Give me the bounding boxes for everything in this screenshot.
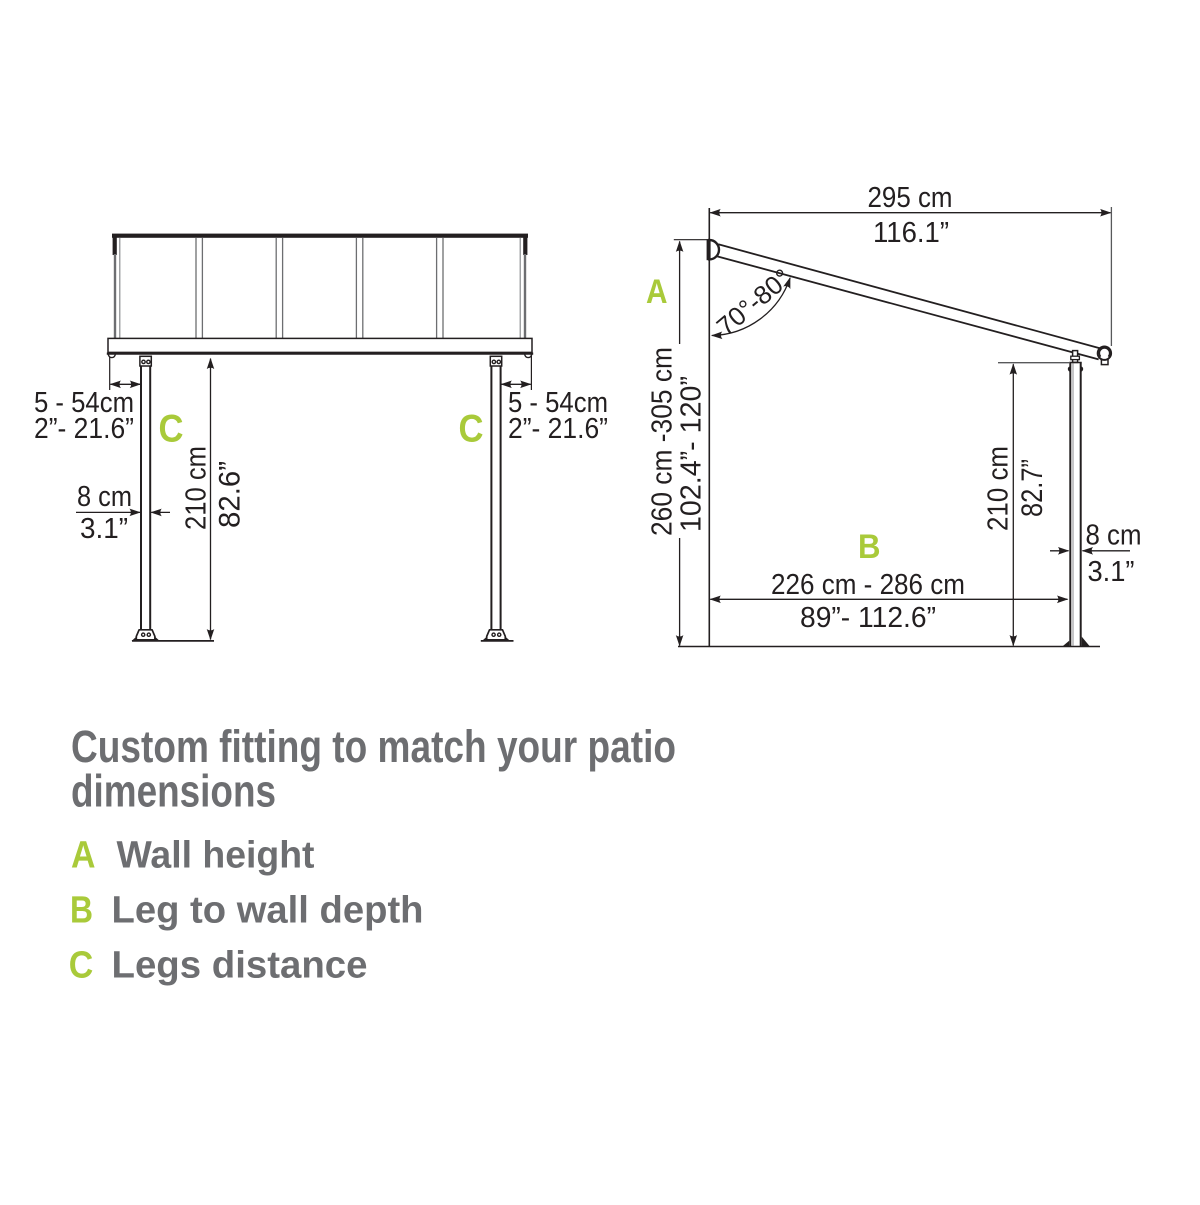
svg-text:89”- 112.6”: 89”- 112.6”	[800, 602, 936, 634]
svg-text:3.1”: 3.1”	[1088, 556, 1135, 588]
svg-text:dimensions: dimensions	[71, 766, 276, 817]
svg-text:Custom fitting to match your p: Custom fitting to match your patio	[71, 721, 676, 772]
svg-text:210 cm: 210 cm	[181, 446, 213, 530]
svg-text:Legs distance: Legs distance	[112, 944, 368, 986]
svg-text:3.1”: 3.1”	[80, 513, 128, 545]
svg-text:8 cm: 8 cm	[1086, 520, 1142, 552]
svg-text:82.6”: 82.6”	[214, 461, 247, 528]
svg-text:5 - 54cm: 5 - 54cm	[508, 387, 608, 419]
svg-text:C: C	[159, 408, 184, 451]
svg-text:116.1”: 116.1”	[873, 217, 949, 249]
svg-text:Wall height: Wall height	[117, 834, 315, 876]
svg-text:82.7”: 82.7”	[1016, 459, 1049, 517]
svg-text:A: A	[71, 834, 96, 876]
svg-text:2”- 21.6”: 2”- 21.6”	[34, 413, 134, 445]
svg-text:2”- 21.6”: 2”- 21.6”	[508, 413, 608, 445]
svg-text:C: C	[459, 408, 484, 451]
svg-text:C: C	[69, 944, 94, 986]
svg-text:70°-80°: 70°-80°	[711, 263, 797, 342]
svg-text:A: A	[646, 273, 668, 311]
svg-text:210 cm: 210 cm	[983, 446, 1015, 531]
svg-text:B: B	[858, 528, 881, 566]
svg-text:102.4”- 120”: 102.4”- 120”	[676, 376, 708, 532]
svg-text:295 cm: 295 cm	[868, 182, 953, 214]
svg-text:Leg to wall depth: Leg to wall depth	[112, 890, 424, 932]
svg-text:226 cm - 286 cm: 226 cm - 286 cm	[771, 569, 965, 601]
svg-text:5 - 54cm: 5 - 54cm	[34, 387, 134, 419]
svg-text:8 cm: 8 cm	[77, 481, 132, 513]
svg-text:B: B	[70, 890, 93, 932]
svg-text:260 cm -305 cm: 260 cm -305 cm	[647, 347, 679, 536]
